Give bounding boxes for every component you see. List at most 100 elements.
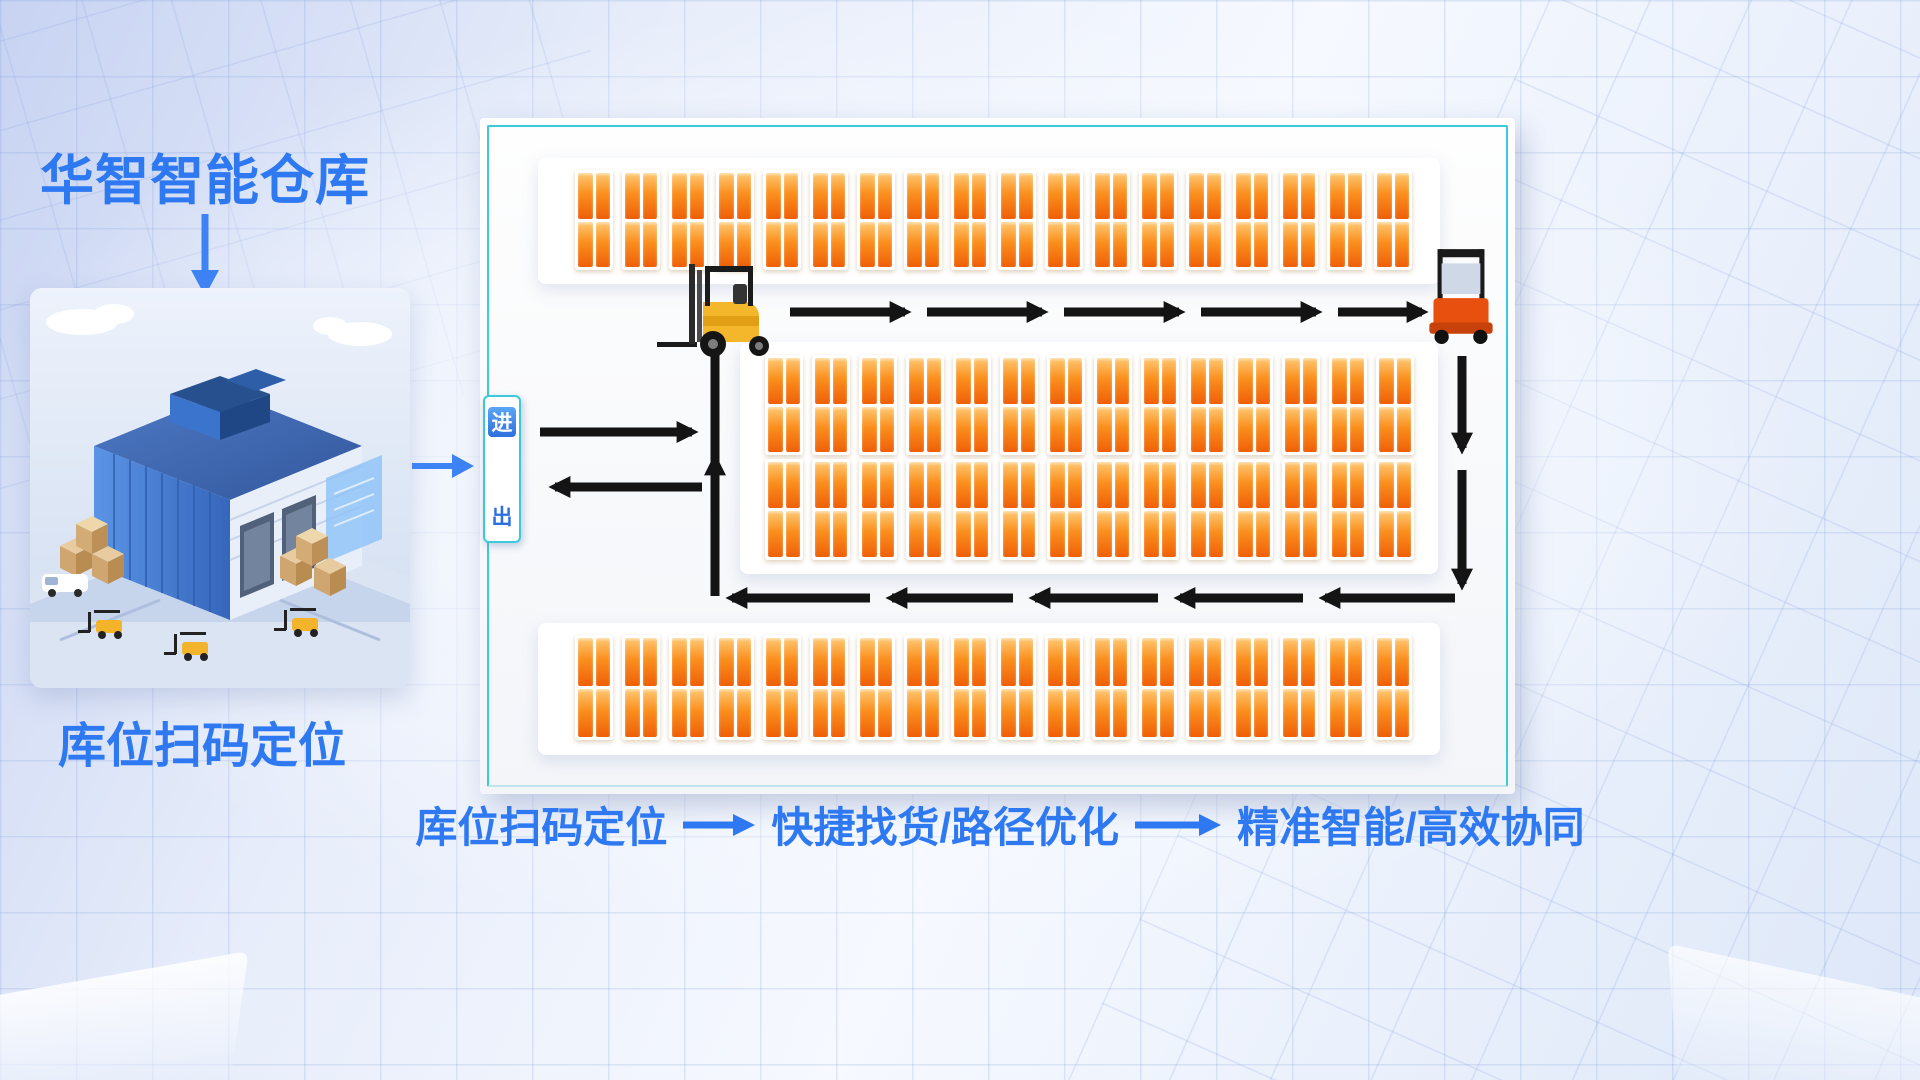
route-path (540, 301, 1473, 609)
flow-arrow-icon (1135, 813, 1222, 836)
rack-cell (1332, 406, 1347, 452)
rack-unit (1233, 635, 1271, 740)
rack-cell (595, 638, 610, 686)
rack-cell (907, 173, 922, 219)
rack-cell (1144, 358, 1159, 404)
shelf-platform (740, 342, 1438, 574)
rack-cell (1332, 511, 1347, 557)
forklift-orange-icon (1429, 249, 1493, 344)
rack-cell (973, 462, 988, 508)
rack-cell (1208, 358, 1223, 404)
rack-cell (1142, 689, 1157, 737)
rack-cell (971, 689, 986, 737)
rack-unit (763, 170, 801, 270)
rack-cell (879, 511, 894, 557)
rack-cell (625, 638, 640, 686)
rack-cell (954, 173, 969, 219)
rack-cell (1097, 406, 1112, 452)
flow-step-2: 快捷找货/路径优化 (771, 804, 1120, 851)
rack-cell (1189, 221, 1204, 267)
rack-cell (1144, 462, 1159, 508)
rack-cell (1020, 511, 1035, 557)
rack-unit (1374, 170, 1412, 270)
rack-cell (1302, 406, 1317, 452)
rack-cell (1302, 462, 1317, 508)
rack-cell (1018, 689, 1033, 737)
rack-unit (1374, 635, 1412, 740)
rack-cell (1394, 173, 1409, 219)
rack-cell (1394, 221, 1409, 267)
rack-unit (1047, 459, 1085, 560)
rack-cell (1347, 689, 1362, 737)
rack-cell (689, 173, 704, 219)
rack-cell (956, 462, 971, 508)
rack-cell (1208, 511, 1223, 557)
rack-cell (1142, 221, 1157, 267)
rack-cell (783, 221, 798, 267)
rack-cell (879, 406, 894, 452)
rack-unit (1000, 355, 1038, 455)
rack-cell (924, 221, 939, 267)
rack-cell (1048, 221, 1063, 267)
rack-cell (830, 689, 845, 737)
rack-cell (1332, 358, 1347, 404)
rack-cell (1236, 173, 1251, 219)
rack-cell (1191, 406, 1206, 452)
rack-cell (768, 406, 783, 452)
rack-unit (1186, 635, 1224, 740)
rack-unit (1047, 355, 1085, 455)
rack-cell (1001, 221, 1016, 267)
rack-cell (1394, 638, 1409, 686)
rack-cell (1379, 462, 1394, 508)
rack-cell (1001, 173, 1016, 219)
rack-cell (1142, 638, 1157, 686)
rack-cell (1330, 689, 1345, 737)
rack-cell (973, 358, 988, 404)
rack-cell (642, 638, 657, 686)
rack-unit (1376, 355, 1414, 455)
rack-unit (1139, 635, 1177, 740)
rack-cell (860, 689, 875, 737)
rack-cell (813, 221, 828, 267)
rack-cell (860, 638, 875, 686)
rack-cell (971, 173, 986, 219)
rack-unit (1233, 170, 1271, 270)
rack-cell (1255, 358, 1270, 404)
entrance-sign: 进 出 (483, 395, 521, 543)
rack-cell (1300, 221, 1315, 267)
rack-unit (1280, 170, 1318, 270)
rack-cell (1065, 689, 1080, 737)
rack-cell (926, 462, 941, 508)
rack-cell (973, 511, 988, 557)
rack-cell (783, 173, 798, 219)
page-title: 华智智能仓库 (40, 151, 370, 211)
rack-unit (998, 170, 1036, 270)
rack-unit (812, 459, 850, 560)
rack-cell (860, 173, 875, 219)
rack-cell (1377, 173, 1392, 219)
rack-cell (926, 511, 941, 557)
rack-cell (973, 406, 988, 452)
rack-cell (1191, 511, 1206, 557)
rack-cell (1300, 173, 1315, 219)
rack-unit (622, 635, 660, 740)
rack-cell (862, 511, 877, 557)
rack-unit (1188, 459, 1226, 560)
rack-cell (1189, 689, 1204, 737)
rack-cell (1349, 406, 1364, 452)
rack-cell (830, 173, 845, 219)
rack-cell (815, 511, 830, 557)
rack-unit (951, 170, 989, 270)
rack-cell (625, 173, 640, 219)
rack-cell (1236, 638, 1251, 686)
rack-cell (1253, 221, 1268, 267)
rack-cell (1377, 689, 1392, 737)
rack-cell (1114, 406, 1129, 452)
rack-cell (1020, 406, 1035, 452)
rack-cell (1112, 689, 1127, 737)
rack-cell (1377, 638, 1392, 686)
rack-cell (909, 462, 924, 508)
rack-cell (879, 462, 894, 508)
rack-cell (832, 358, 847, 404)
rack-cell (1003, 511, 1018, 557)
